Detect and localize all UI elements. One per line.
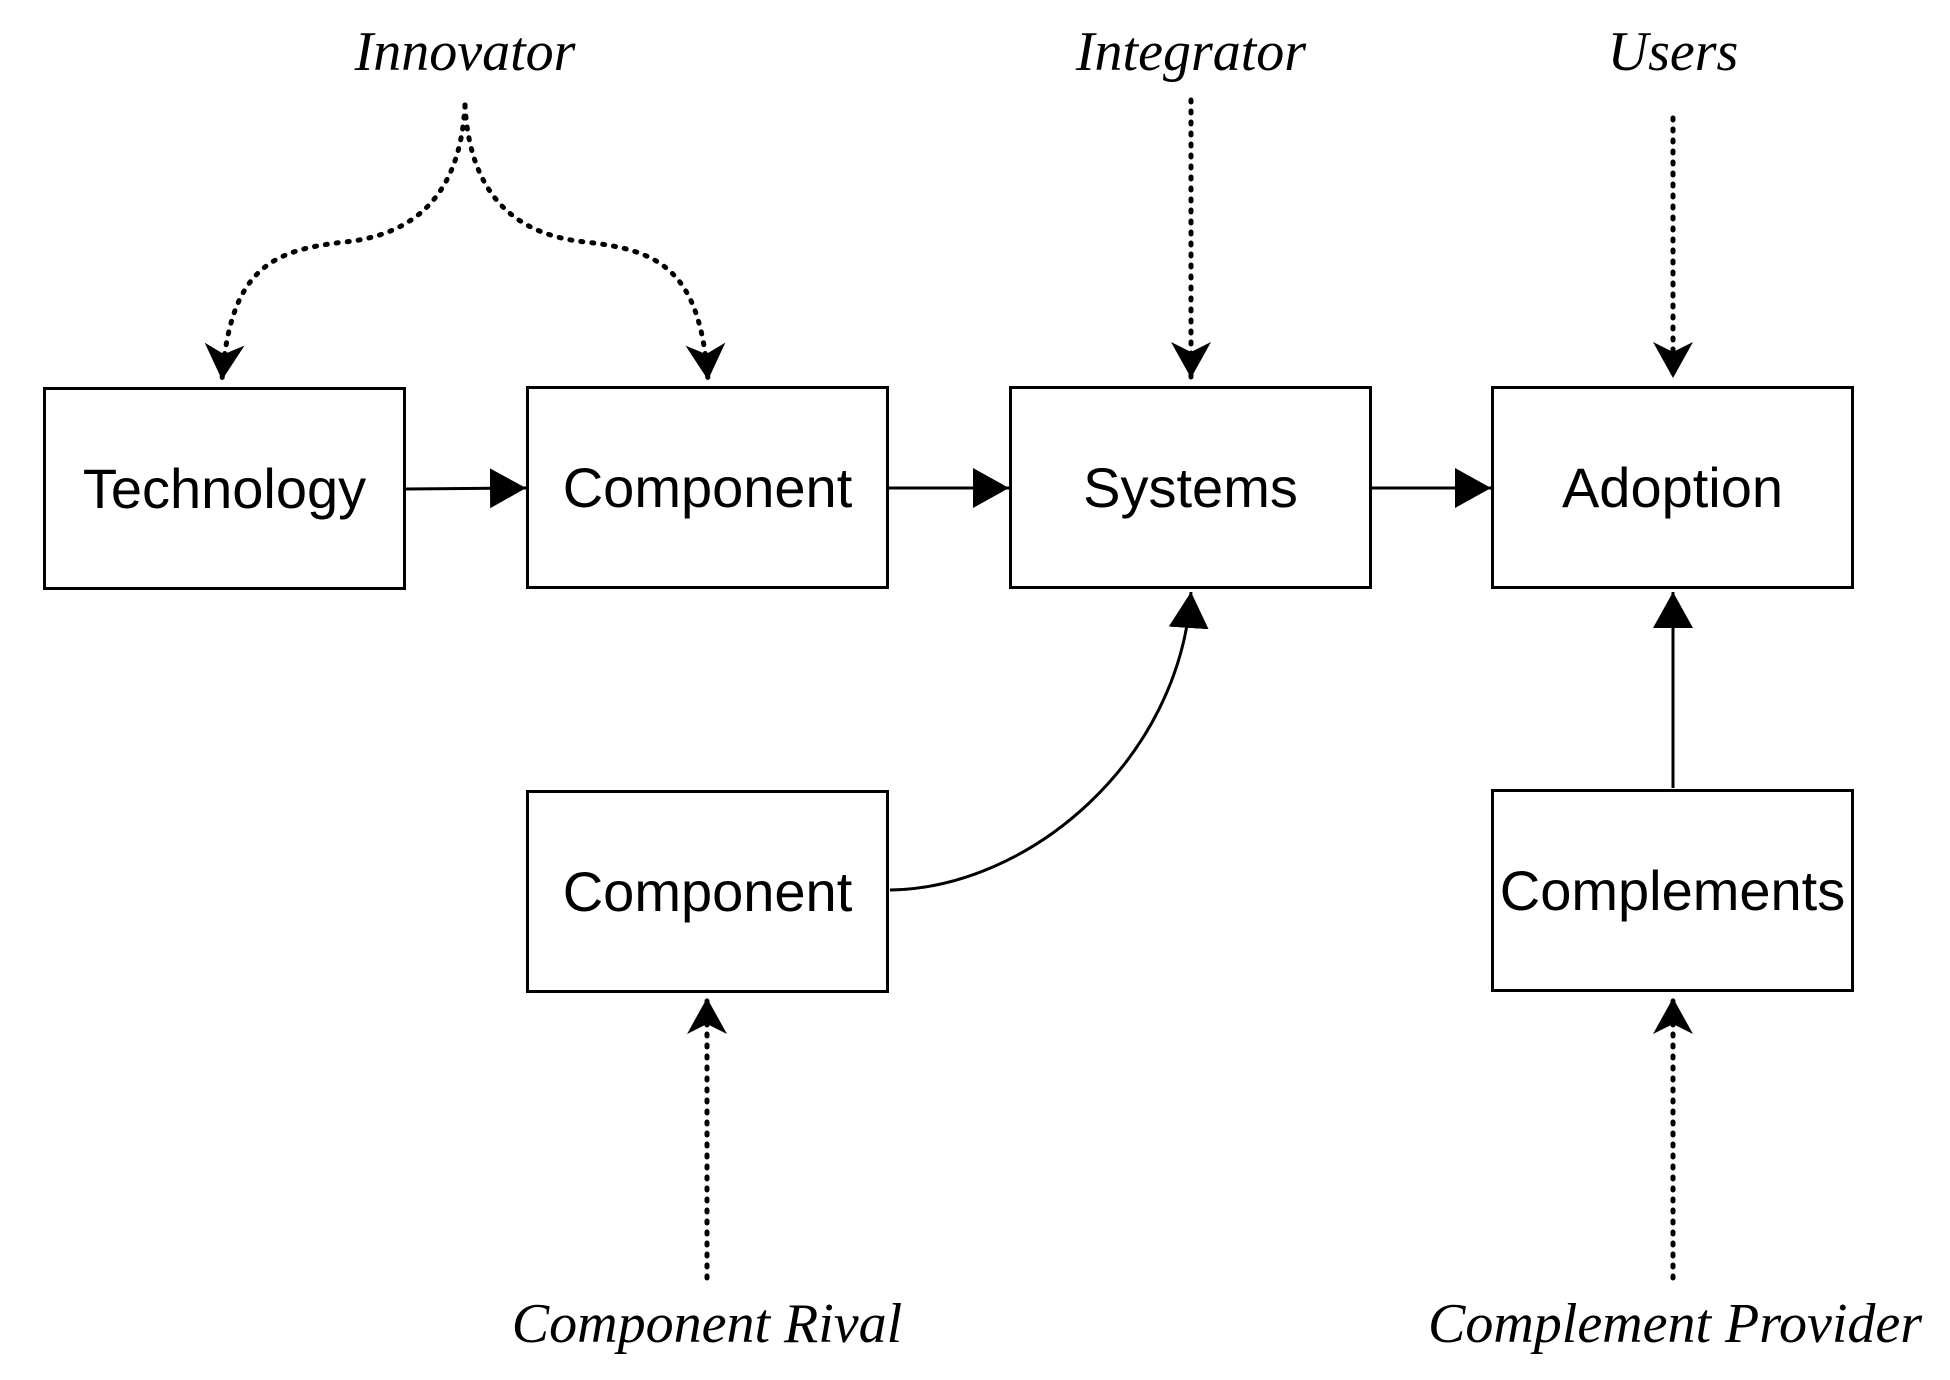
adoption-box: Adoption (1491, 386, 1854, 589)
systems-label: Systems (1083, 456, 1298, 519)
complements-label: Complements (1499, 859, 1846, 922)
rival-component-label: Component (562, 860, 853, 923)
component-rival-label: Component Rival (511, 1293, 903, 1355)
innovator-to-technology-arrow (204, 102, 468, 383)
rival-component-to-systems-arrow (889, 591, 1209, 892)
integrator-label: Integrator (1075, 21, 1307, 83)
systems-box: Systems (1009, 386, 1372, 589)
users-label: Users (1607, 21, 1739, 83)
complements-box: Complements (1491, 789, 1854, 992)
innovator-label: Innovator (354, 21, 576, 83)
complement-provider-label: Complement Provider (1427, 1293, 1923, 1355)
innovator-to-component-arrow (462, 102, 726, 383)
component-label: Component (562, 456, 853, 519)
technology-label: Technology (82, 457, 367, 520)
adoption-label: Adoption (1561, 456, 1784, 519)
rival-component-box: Component (526, 790, 889, 993)
technology-box: Technology (43, 387, 406, 590)
technology-to-component-arrow (405, 468, 527, 509)
component-box: Component (526, 386, 889, 589)
